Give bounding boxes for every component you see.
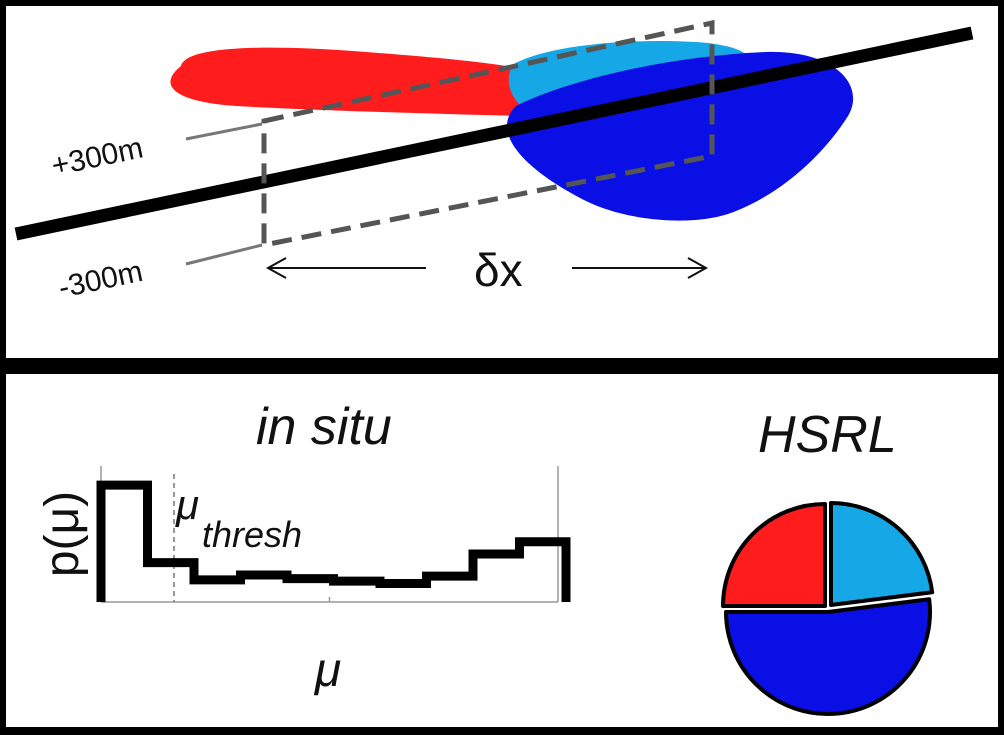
span-label: δx xyxy=(474,244,523,296)
lower-offset-label: -300m xyxy=(56,255,146,305)
pie-slice-dark-blue xyxy=(726,599,930,714)
comparison-charts: in situ HSRL p(μ) μ μ thresh xyxy=(6,374,998,727)
threshold-subscript: thresh xyxy=(202,514,302,555)
histogram xyxy=(101,466,566,602)
pie-slice-light-blue xyxy=(831,503,932,605)
insitu-title: in situ xyxy=(256,398,392,456)
upper-offset-label: +300m xyxy=(49,131,146,183)
hsrl-pie xyxy=(723,503,932,714)
histogram-step xyxy=(101,485,566,602)
upper-offset-leader xyxy=(186,124,262,139)
pie-slice-red xyxy=(723,504,825,606)
x-axis-label: μ xyxy=(313,644,341,697)
lower-offset-leader xyxy=(186,245,262,264)
threshold-symbol: μ xyxy=(175,481,199,528)
comparison-panel: in situ HSRL p(μ) μ μ thresh xyxy=(6,374,998,727)
red-region xyxy=(170,48,536,116)
cross-section-panel: +300m -300m δx xyxy=(6,6,998,358)
hsrl-title: HSRL xyxy=(758,406,897,464)
cross-section-diagram: +300m -300m δx xyxy=(6,6,998,358)
y-axis-label: p(μ) xyxy=(36,491,89,577)
